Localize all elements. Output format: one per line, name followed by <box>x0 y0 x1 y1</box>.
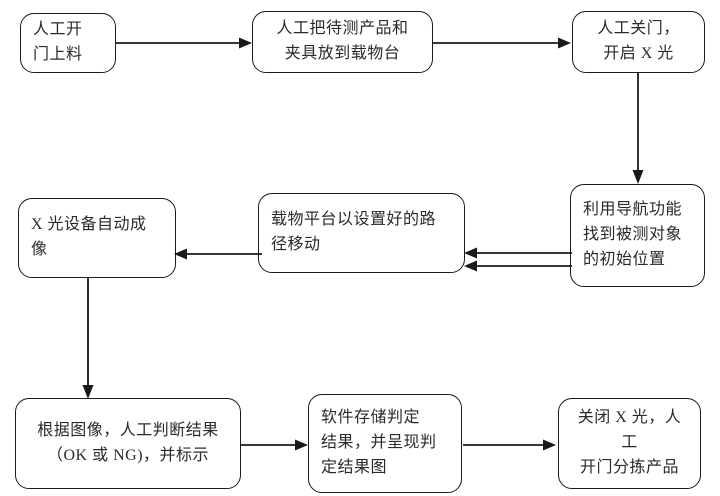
node-label: 关闭 X 光，人工 开门分拣产品 <box>577 409 682 476</box>
node-label: 载物平台以设置好的路 径移动 <box>271 211 437 253</box>
node-label: 利用导航功能 找到被测对象 的初始位置 <box>583 201 683 268</box>
process-node-close-door-start-xray[interactable]: 人工关门， 开启 X 光 <box>572 11 705 73</box>
node-label: X 光设备自动成 像 <box>31 216 147 258</box>
process-node-navigate-find-start-position[interactable]: 利用导航功能 找到被测对象 的初始位置 <box>570 184 705 287</box>
process-node-manual-open-door-load[interactable]: 人工开 门上料 <box>20 13 116 73</box>
edge-n2-to-n3 <box>433 34 575 52</box>
edge-n7-to-n8 <box>241 436 313 454</box>
edge-n8-to-n9 <box>463 436 563 454</box>
edge-n1-to-n2 <box>116 34 256 52</box>
node-label: 软件存储判定 结果，并呈现判 定结果图 <box>321 409 437 476</box>
process-node-stage-move-path[interactable]: 载物平台以设置好的路 径移动 <box>258 193 465 273</box>
node-label: 人工把待测产品和 夹具放到载物台 <box>276 20 409 62</box>
node-label: 根据图像，人工判断结果 （OK 或 NG)，并标示 <box>37 421 219 464</box>
node-label: 人工开 门上料 <box>33 21 83 63</box>
edge-n5-to-n4 <box>172 245 264 263</box>
node-label: 人工关门， 开启 X 光 <box>597 20 680 62</box>
edge-n6-to-n5-lower <box>462 257 574 275</box>
process-node-close-xray-sort-product[interactable]: 关闭 X 光，人工 开门分拣产品 <box>558 398 701 489</box>
edge-n6-to-n5-upper <box>462 244 574 262</box>
process-node-software-store-result[interactable]: 软件存储判定 结果，并呈现判 定结果图 <box>308 394 462 493</box>
edge-n4-to-n7 <box>79 278 97 402</box>
edge-n3-to-n6 <box>629 73 647 187</box>
process-node-xray-auto-imaging[interactable]: X 光设备自动成 像 <box>18 198 176 278</box>
process-node-place-product-fixture[interactable]: 人工把待测产品和 夹具放到载物台 <box>252 11 433 73</box>
process-node-manual-judge-result[interactable]: 根据图像，人工判断结果 （OK 或 NG)，并标示 <box>15 398 241 489</box>
